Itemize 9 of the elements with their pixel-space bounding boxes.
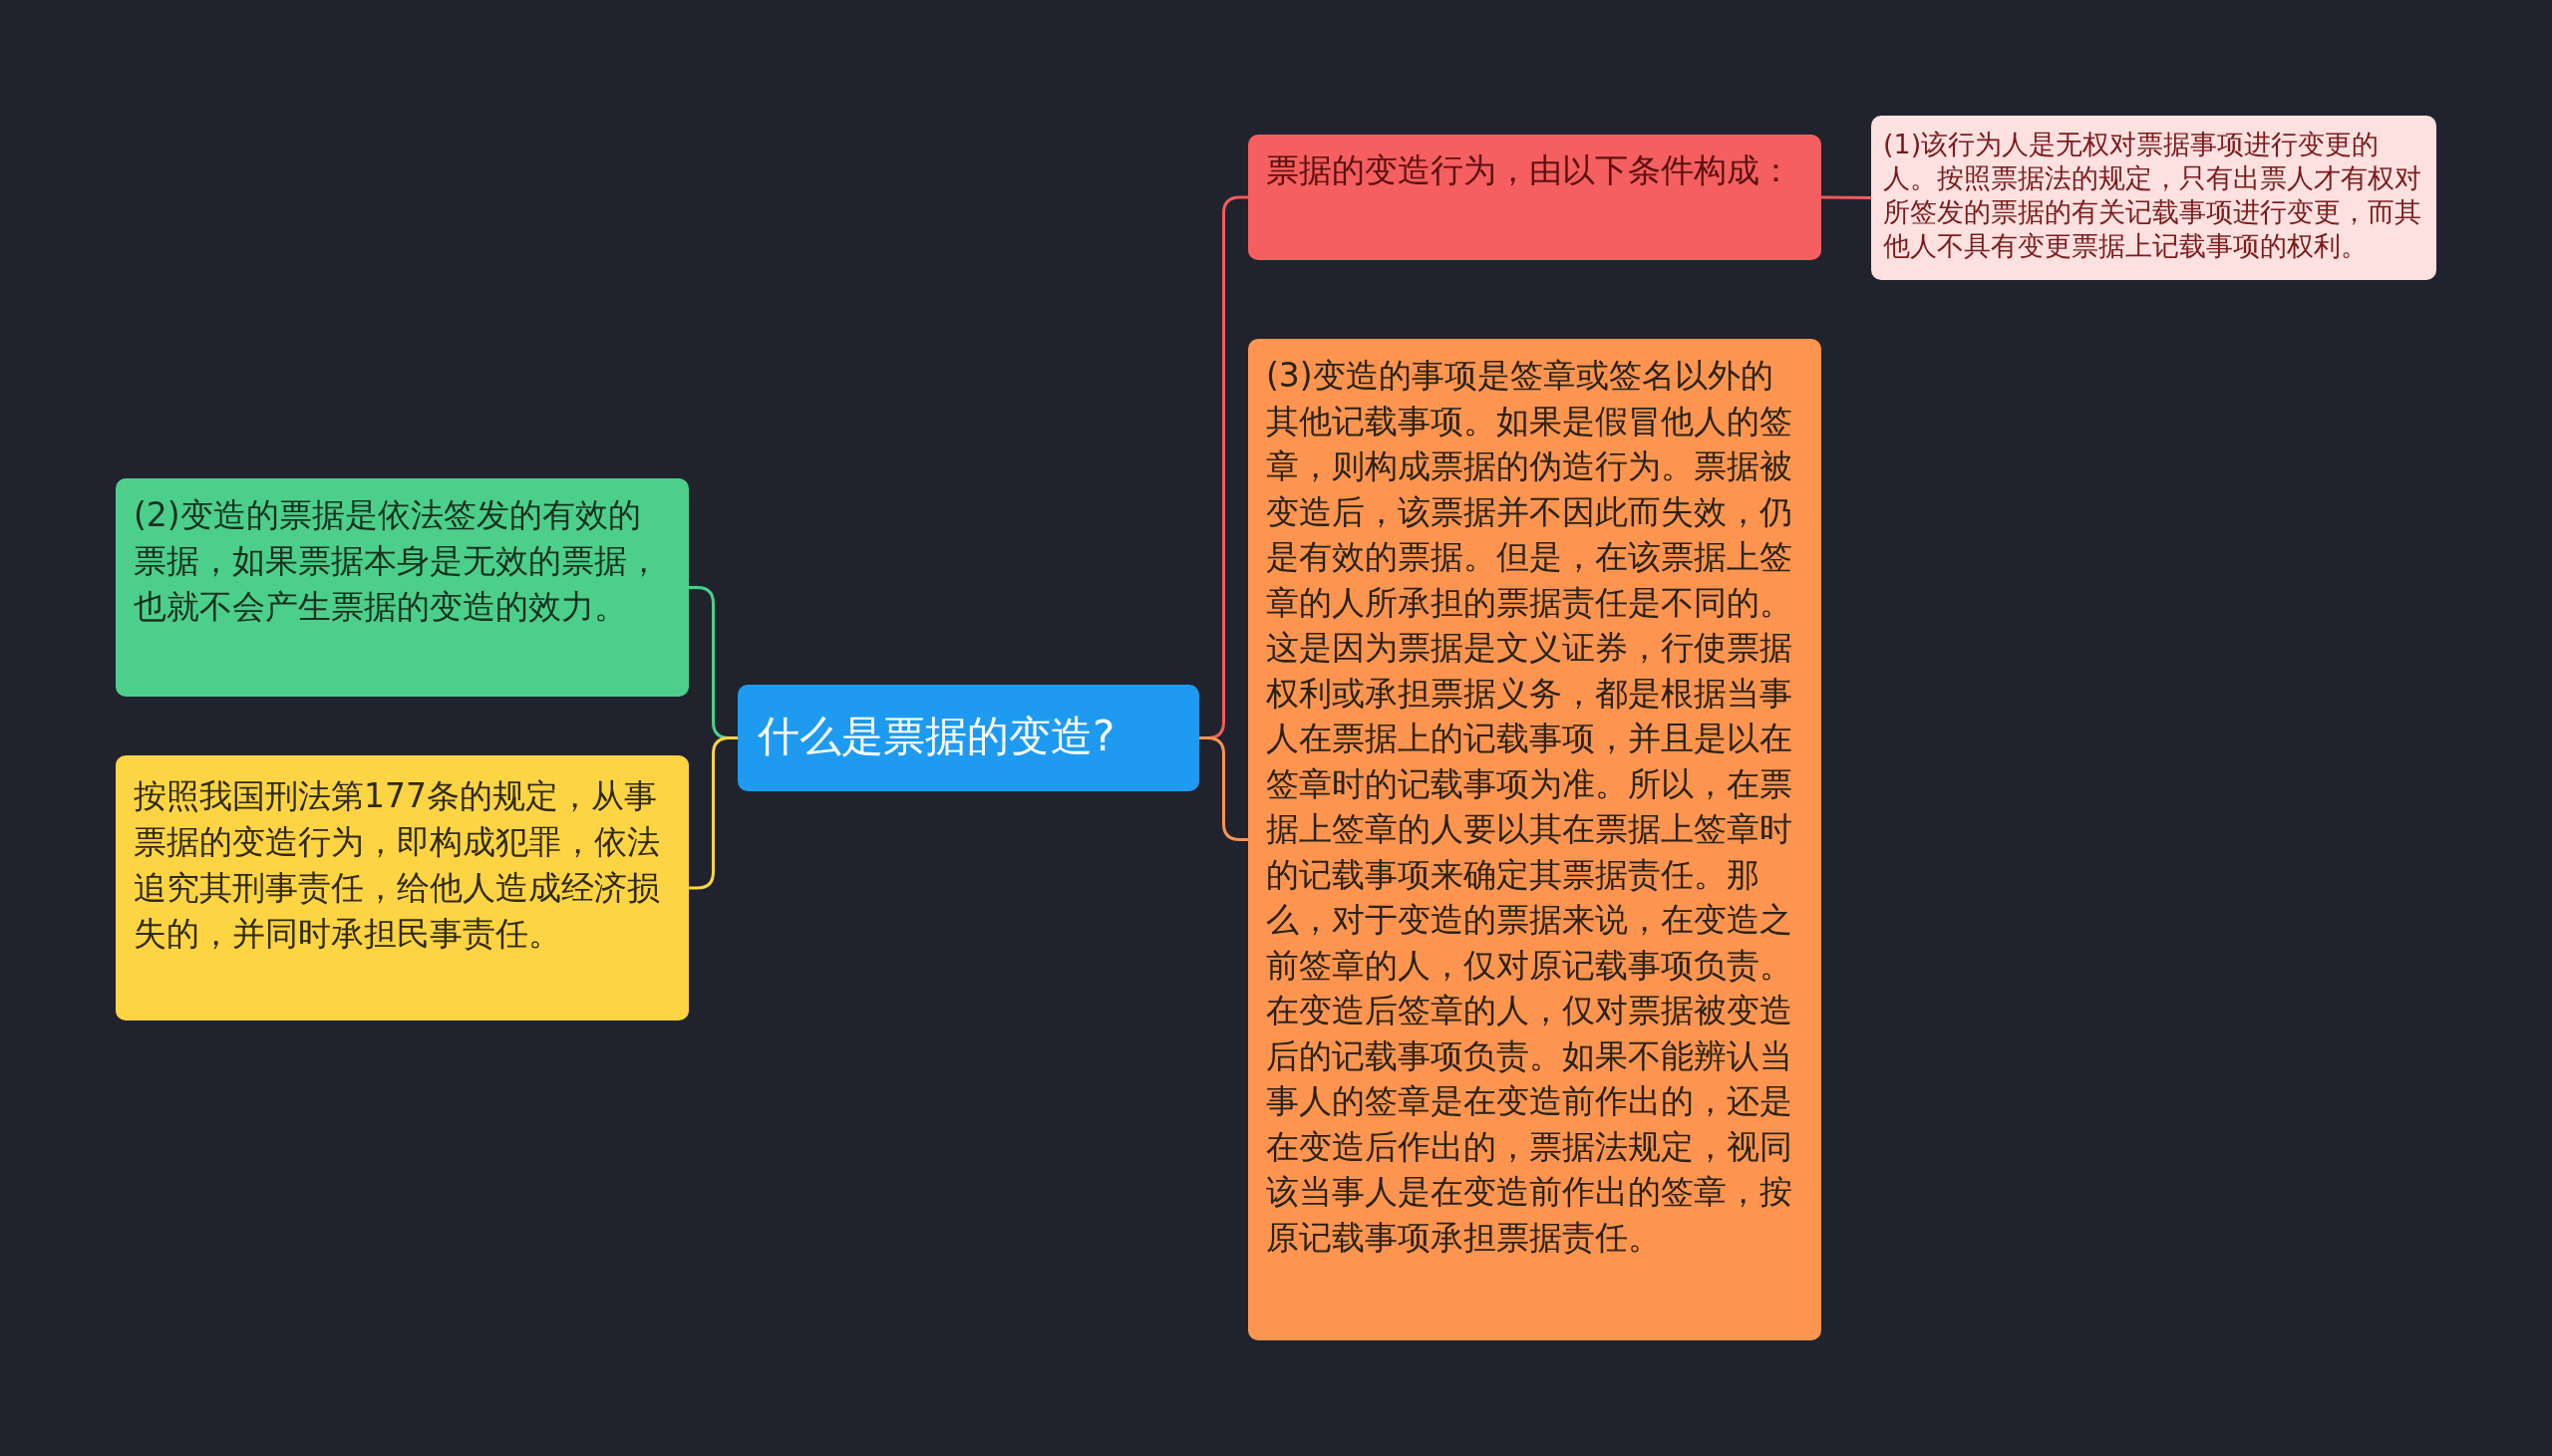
connector: [1199, 736, 1248, 841]
topic-box: 按照我国刑法第177条的规定，从事票据的变造行为，即构成犯罪，依法追究其刑事责任，给他人造成经济损失的，并同时承担民事责任。: [116, 755, 689, 1020]
topic-box: (3)变造的事项是签章或签名以外的其他记载事项。如果是假冒他人的签章，则构成票据的伪造行为。票据被变造后，该票据并不因此而失效，仍是有效的票据。但是，在该票据上签章的人所承担的票据责任是不同的。这是因为票据是文义证券，行使票据权利或承担票据义务，都是根据当事人在票据上的记载事项，并且是以在签章时的记载事项为准。所以，在票据上签章的人要以其在票据上签章时的记载事项来确定其票据责任。那么，对于变造的票据来说，在变造之前签章的人，仅对原记载事项负责。在变造后签章的人，仅对票据被变造后的记载事项负责。如果不能辨认当事人的签章是在变造前作出的，还是在变造后作出的，票据法规定，视同该当事人是在变造前作出的签章，按原记载事项承担票据责任。: [1248, 339, 1821, 1340]
central-topic-box: 什么是票据的变造?: [738, 685, 1199, 791]
topic-box: (2)变造的票据是依法签发的有效的票据，如果票据本身是无效的票据，也就不会产生票据的变造的效力。: [116, 478, 689, 697]
connector: [1821, 195, 1871, 199]
connector: [689, 736, 738, 890]
note-box: (1)该行为人是无权对票据事项进行变更的人。按照票据法的规定，只有出票人才有权对所签发的票据的有关记载事项进行变更，而其他人不具有变更票据上记载事项的权利。: [1871, 116, 2436, 280]
topic-box: 票据的变造行为，由以下条件构成：: [1248, 135, 1821, 260]
